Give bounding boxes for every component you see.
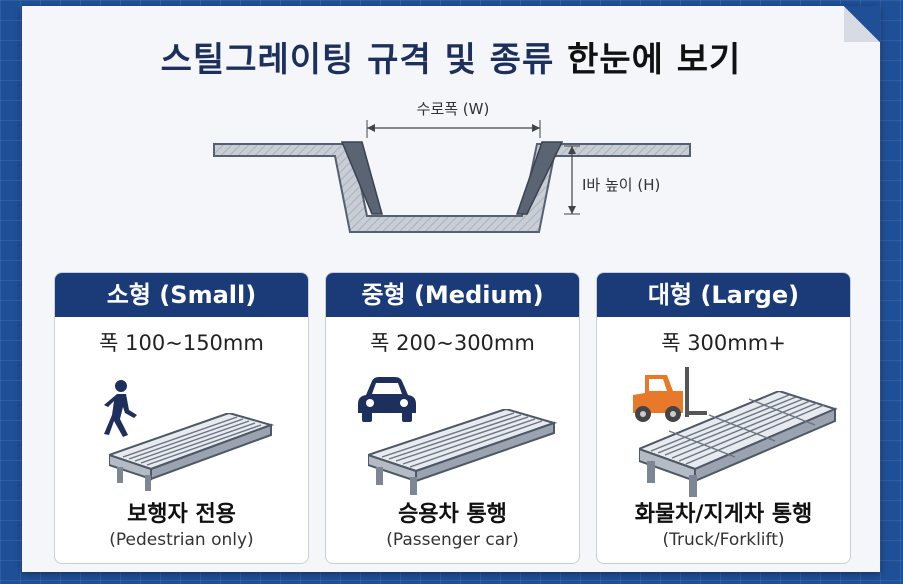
medium-grating-icon xyxy=(368,409,558,495)
small-grating-icon xyxy=(109,413,274,491)
card-use: 승용차 통행 xyxy=(398,502,507,527)
page-curl xyxy=(844,6,880,42)
card-use: 보행자 전용 xyxy=(127,502,236,527)
card-use-en: (Passenger car) xyxy=(386,530,519,550)
card-small: 소형 (Small) 폭 100~150mm 보행자 전용 (Pedestria… xyxy=(54,272,309,564)
card-heading: 소형 (Small) xyxy=(55,273,308,317)
width-label: 수로폭 (W) xyxy=(417,100,490,118)
channel-section xyxy=(213,143,691,233)
card-use: 화물차/지게차 통행 xyxy=(634,502,813,527)
left-angle-frame xyxy=(340,141,383,215)
card-width: 폭 100~150mm xyxy=(99,331,264,355)
car-icon xyxy=(358,377,416,422)
card-use-en: (Truck/Forklift) xyxy=(662,530,785,550)
card-large: 대형 (Large) 폭 300mm+ 화물 xyxy=(596,272,851,564)
right-angle-frame xyxy=(515,141,564,215)
height-label: I바 높이 (H) xyxy=(582,176,660,194)
card-use-en: (Pedestrian only) xyxy=(109,530,254,550)
title-part2: 한눈에 보기 xyxy=(567,40,742,80)
card-width: 폭 200~300mm xyxy=(370,331,535,355)
title-part1: 스틸그레이팅 규격 및 종류 xyxy=(160,40,555,80)
large-grating-icon xyxy=(639,391,838,497)
pedestrian-icon xyxy=(104,380,137,437)
page-title: 스틸그레이팅 규격 및 종류 한눈에 보기 xyxy=(22,32,880,81)
card-width: 폭 300mm+ xyxy=(661,331,786,355)
card-heading: 대형 (Large) xyxy=(597,273,850,317)
channel-cross-section-diagram: 수로폭 (W) I바 높이 (H) xyxy=(213,100,691,233)
card-heading: 중형 (Medium) xyxy=(326,273,579,317)
forklift-icon xyxy=(633,367,707,422)
infographic-sheet: 스틸그레이팅 규격 및 종류 한눈에 보기 수로폭 (W) I바 높이 (H) xyxy=(22,6,880,572)
card-medium: 중형 (Medium) 폭 200~300mm 승용차 통행 (Passenge… xyxy=(325,272,580,564)
